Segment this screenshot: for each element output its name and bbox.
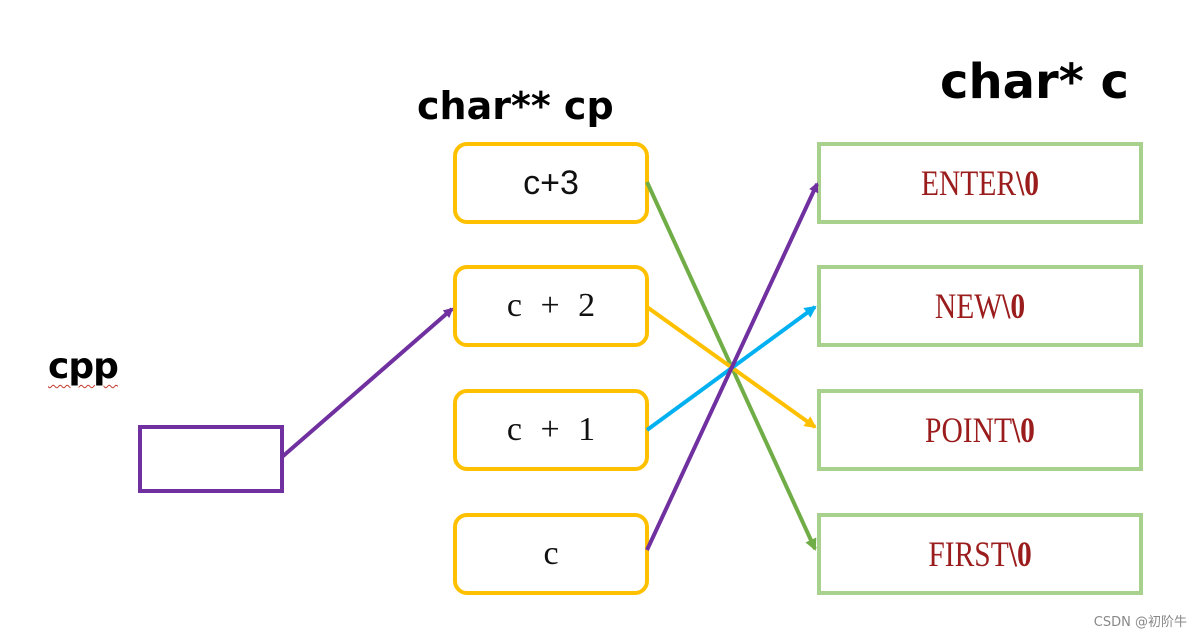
arrow-cpp-to-c-plus-2 <box>280 307 454 459</box>
arrow-c-to-enter <box>645 182 819 551</box>
c-label: char* c <box>940 54 1129 110</box>
cp-label: char** cp <box>417 84 614 128</box>
cp-cell-c-plus-2: c + 2 <box>453 265 649 347</box>
string-box-new: NEW\0 <box>817 265 1143 347</box>
null-terminator: \0 <box>1002 286 1026 326</box>
null-terminator: \0 <box>1008 534 1032 574</box>
null-terminator: \0 <box>1011 410 1035 450</box>
string-text: NEW <box>934 286 1003 326</box>
cpp-label: cpp <box>48 346 119 387</box>
string-box-enter: ENTER\0 <box>817 142 1143 224</box>
string-box-first: FIRST\0 <box>817 513 1143 595</box>
watermark: CSDN @初阶牛 <box>1093 615 1187 630</box>
null-terminator: \0 <box>1016 163 1040 203</box>
cpp-box <box>138 425 284 493</box>
string-text: FIRST <box>928 534 1009 574</box>
string-text: POINT <box>925 410 1012 450</box>
string-box-point: POINT\0 <box>817 389 1143 471</box>
cp-cell-c-plus-3: c+3 <box>453 142 649 224</box>
cp-cell-c: c <box>453 513 649 595</box>
string-text: ENTER <box>920 163 1017 203</box>
